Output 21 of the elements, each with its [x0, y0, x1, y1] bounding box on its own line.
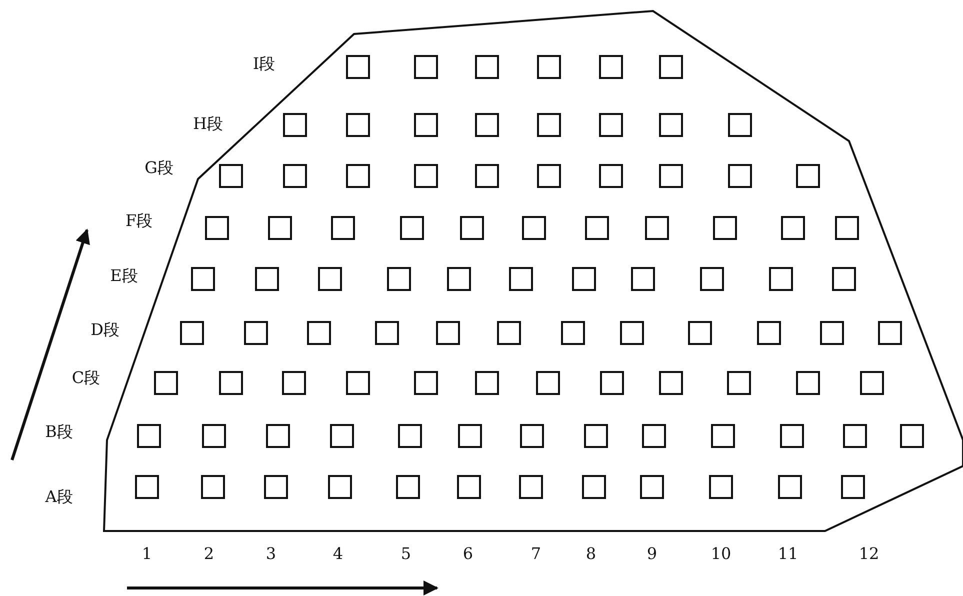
column-number: 12 — [858, 545, 880, 563]
column-number: 3 — [266, 545, 276, 563]
column-number: 5 — [400, 545, 412, 563]
row-label: E段 — [110, 267, 138, 285]
row-label: F段 — [125, 212, 153, 230]
row-label: B段 — [45, 423, 73, 441]
column-number: 7 — [530, 545, 542, 563]
column-number: 1 — [142, 545, 152, 563]
row-label: A段 — [45, 488, 73, 506]
row-label: H段 — [193, 115, 223, 133]
row-label: D段 — [90, 321, 120, 339]
column-number: 6 — [462, 545, 474, 563]
row-label: I段 — [252, 55, 276, 73]
row-label: G段 — [144, 159, 174, 177]
column-number: 10 — [710, 545, 732, 563]
column-number: 9 — [646, 545, 658, 563]
column-number: 8 — [586, 545, 596, 563]
column-number: 11 — [778, 545, 798, 563]
row-label: C段 — [72, 369, 100, 387]
column-number: 4 — [332, 545, 344, 563]
column-number: 2 — [204, 545, 214, 563]
